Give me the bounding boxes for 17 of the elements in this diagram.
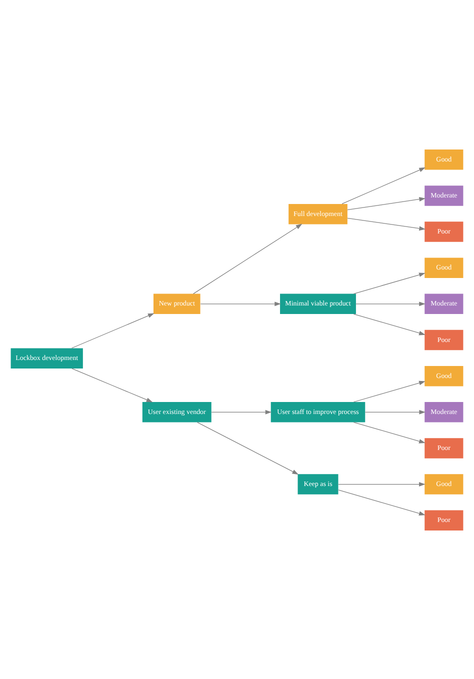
- arrow: [356, 301, 426, 306]
- arrow: [211, 409, 272, 414]
- arrow: [353, 313, 426, 335]
- arrow: [353, 380, 426, 402]
- arrow: [338, 482, 426, 486]
- arrow: [71, 312, 154, 348]
- arrow: [364, 409, 426, 414]
- arrow: [347, 217, 426, 230]
- arrow: [338, 489, 426, 516]
- arrow: [347, 196, 426, 210]
- arrow: [342, 166, 426, 204]
- arrow: [72, 368, 153, 402]
- arrow: [196, 422, 299, 474]
- arrow: [353, 272, 426, 294]
- arrow: [192, 223, 302, 294]
- arrow: [200, 301, 281, 306]
- arrow: [353, 421, 426, 443]
